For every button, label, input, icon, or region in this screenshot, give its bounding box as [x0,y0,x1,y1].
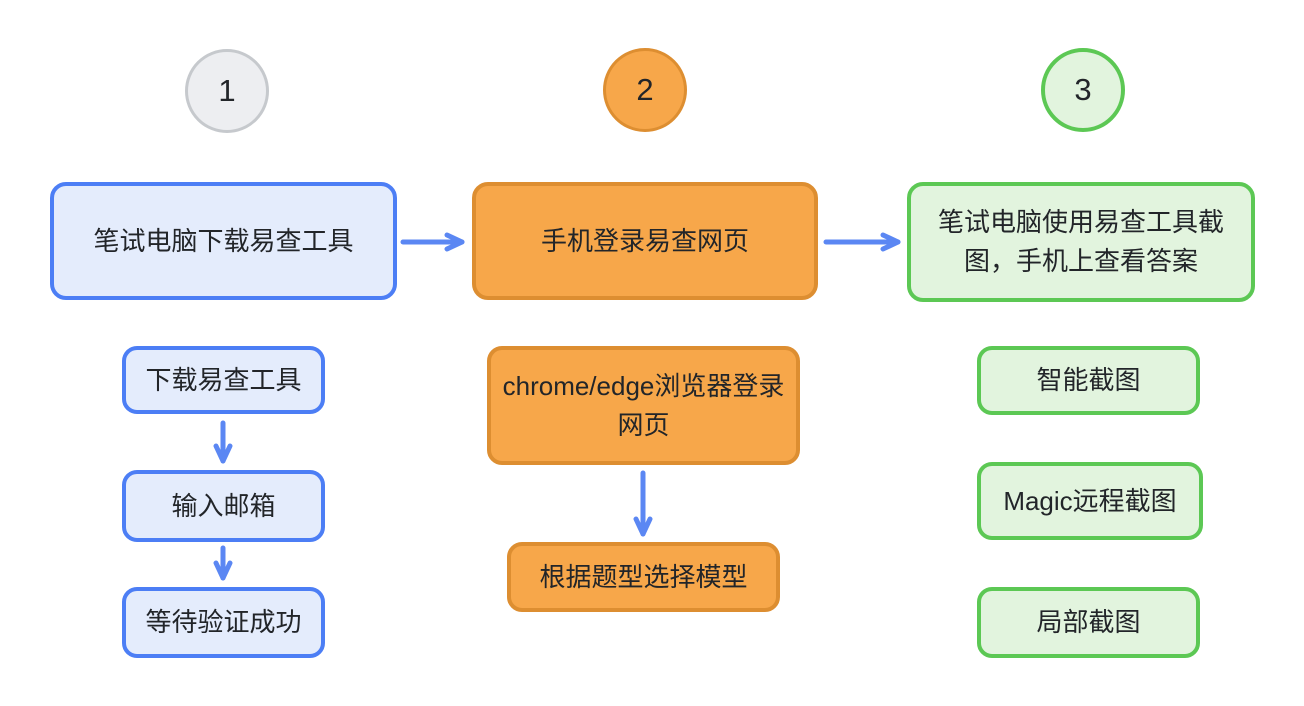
step-3-number: 3 [1074,72,1092,107]
node-wait-verify: 等待验证成功 [122,587,325,658]
node-step3-main: 笔试电脑使用易查工具截图，手机上查看答案 [907,182,1255,302]
node-partial-screenshot-label: 局部截图 [1036,607,1141,637]
node-browser-login: chrome/edge浏览器登录网页 [487,346,800,465]
node-download-tool: 下载易查工具 [122,346,325,414]
node-download-tool-label: 下载易查工具 [145,364,302,395]
node-wait-verify-label: 等待验证成功 [145,607,302,637]
node-step2-main-label: 手机登录易查网页 [540,225,749,256]
node-smart-screenshot: 智能截图 [977,346,1200,415]
step-2-number: 2 [636,72,654,107]
node-magic-remote-screenshot-label: Magic远程截图 [1003,485,1177,516]
node-step1-main-label: 笔试电脑下载易查工具 [93,225,354,256]
step-3-badge: 3 [1041,48,1125,132]
step-1-number: 1 [218,73,236,108]
node-magic-remote-screenshot: Magic远程截图 [977,462,1203,540]
step-1-badge: 1 [185,49,269,133]
node-enter-email: 输入邮箱 [122,470,325,542]
node-step3-main-label: 笔试电脑使用易查工具截图，手机上查看答案 [937,207,1224,276]
node-smart-screenshot-label: 智能截图 [1036,365,1141,395]
step-2-badge: 2 [603,48,687,132]
node-step2-main: 手机登录易查网页 [472,182,818,300]
node-select-model-label: 根据题型选择模型 [539,561,748,592]
node-browser-login-label: chrome/edge浏览器登录网页 [502,370,785,440]
node-partial-screenshot: 局部截图 [977,587,1200,658]
node-enter-email-label: 输入邮箱 [171,490,276,521]
node-step1-main: 笔试电脑下载易查工具 [50,182,397,300]
node-select-model: 根据题型选择模型 [507,542,780,612]
